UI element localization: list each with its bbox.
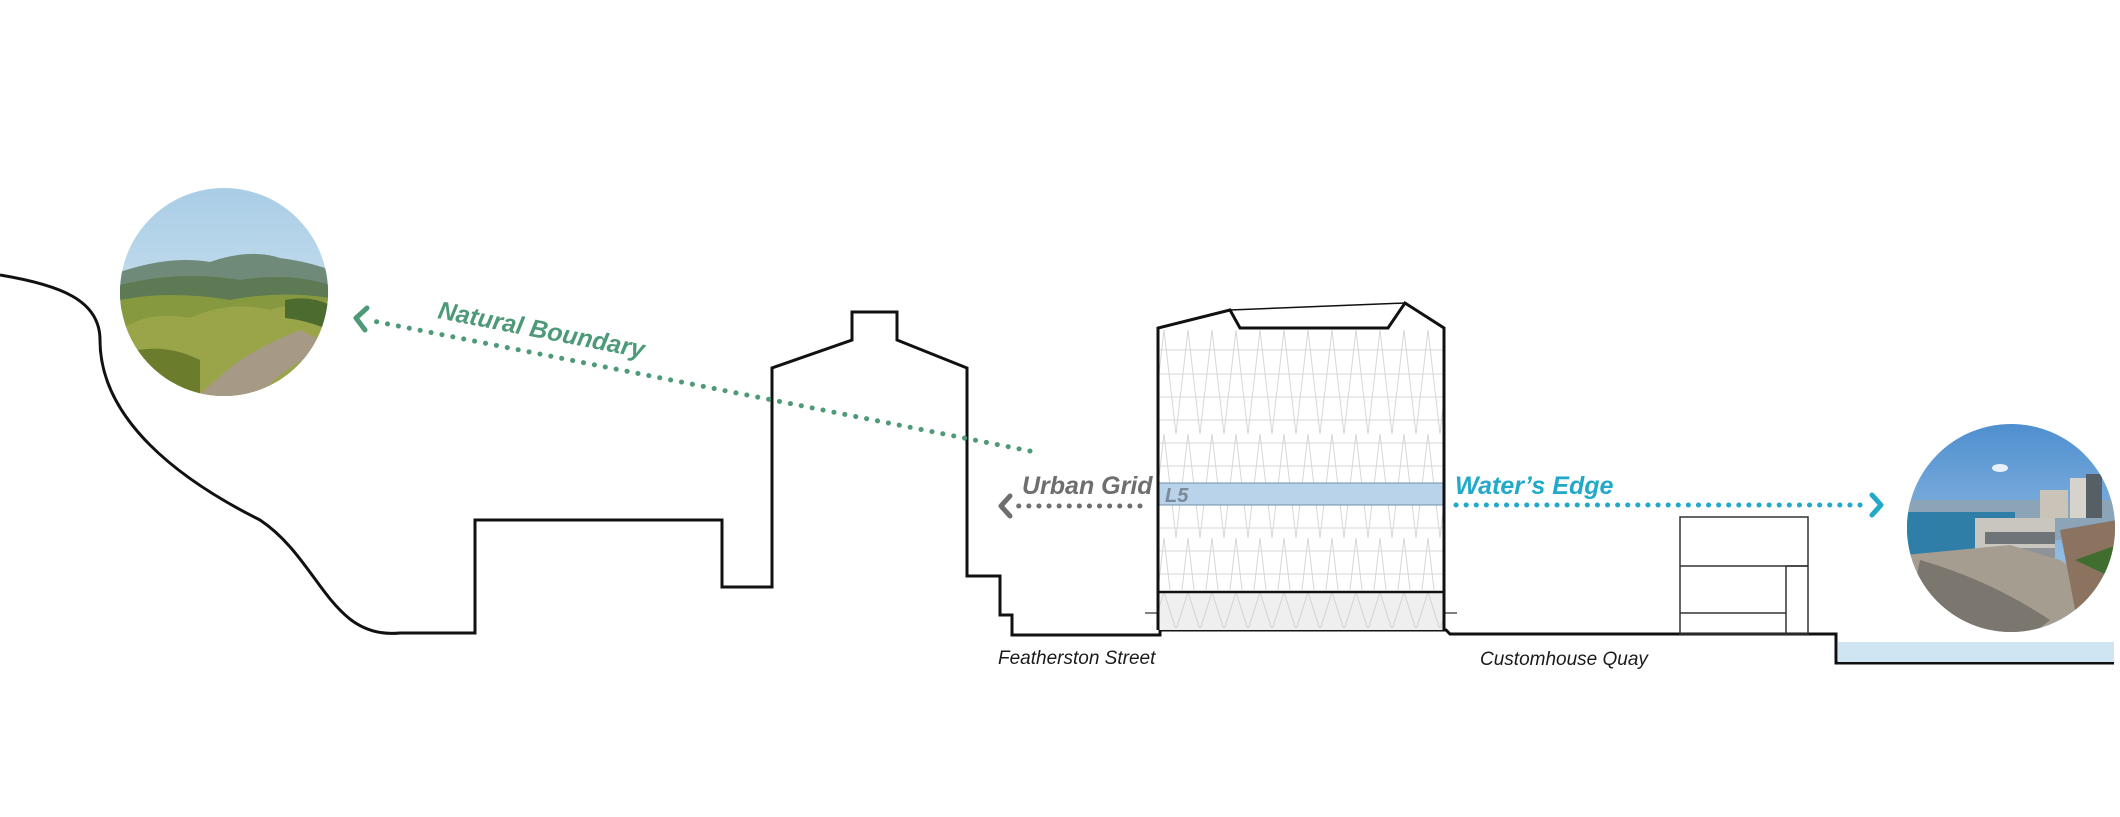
facade-diagrid [1307, 330, 1333, 435]
facade-diagrid [1307, 433, 1333, 539]
facade-diagrid [1211, 330, 1237, 435]
facade-diagrid [1427, 330, 1444, 435]
quay-building [1679, 516, 1809, 635]
waters-edge-label: Water’s Edge [1455, 472, 1613, 500]
facade-diagrid [1163, 537, 1189, 590]
facade-diagrid [1427, 537, 1435, 590]
podium-diagrid [1259, 592, 1285, 628]
facade-diagrid [1283, 537, 1309, 590]
facade-diagrid [1211, 433, 1237, 539]
facade-diagrid [1235, 537, 1261, 590]
facade-diagrid [1187, 330, 1213, 435]
level-5-band [1157, 482, 1445, 506]
facade-diagrid [1452, 538, 1476, 642]
facade-diagrid [1259, 537, 1285, 590]
customhouse-quay-label: Customhouse Quay [1480, 649, 1649, 670]
podium-diagrid [1331, 592, 1357, 628]
terrain-profile [0, 273, 2114, 665]
facade-diagrid [1307, 537, 1333, 590]
podium-diagrid [1235, 592, 1261, 628]
facade-diagrid [1187, 433, 1213, 539]
facade-diagrid [1211, 537, 1237, 590]
facade-diagrid [1403, 330, 1429, 435]
waters-edge-arrow [1453, 492, 1884, 518]
facade-diagrid [1235, 433, 1261, 539]
facade-diagrid [1283, 330, 1309, 435]
facade-diagrid [1403, 537, 1429, 590]
podium-diagrid [1163, 592, 1189, 628]
podium-diagrid [1379, 592, 1405, 628]
facade-diagrid [1158, 433, 1165, 491]
facade-diagrid [1158, 330, 1165, 387]
facade-diagrid [1403, 433, 1429, 539]
facade-diagrid [1187, 537, 1213, 590]
harbour-water [1838, 642, 2114, 662]
facade-diagrid [1379, 537, 1405, 590]
facade-diagrid [1259, 433, 1285, 539]
hillside-track-photo [120, 188, 328, 396]
waterfront-photo [1907, 424, 2115, 632]
natural-boundary-arrow [353, 305, 1033, 454]
urban-grid-label: Urban Grid [1022, 472, 1153, 500]
facade-diagrid [1427, 433, 1444, 539]
podium-diagrid [1283, 592, 1309, 628]
facade-diagrid [1163, 433, 1189, 539]
podium-diagrid [1427, 592, 1444, 628]
facade-diagrid [1235, 330, 1261, 435]
facade-diagrid [1283, 433, 1309, 539]
level-5-label: L5 [1165, 485, 1189, 507]
facade-diagrid [1331, 330, 1357, 435]
facade-diagrid [1452, 330, 1476, 434]
featherston-street-label: Featherston Street [998, 648, 1156, 669]
podium-diagrid [1403, 592, 1429, 628]
facade-diagrid [1355, 537, 1381, 590]
facade-diagrid [1158, 537, 1165, 590]
podium-diagrid [1187, 592, 1213, 628]
facade-diagrid [1379, 330, 1405, 435]
podium-diagrid [1355, 592, 1381, 628]
urban-grid-arrow [998, 493, 1143, 519]
main-tower: L5 [1145, 300, 1476, 642]
facade-diagrid [1379, 433, 1405, 539]
facade-diagrid [1259, 330, 1285, 435]
podium-diagrid [1158, 592, 1165, 613]
podium-diagrid [1307, 592, 1333, 628]
facade-diagrid [1331, 537, 1357, 590]
facade-diagrid [1355, 433, 1381, 539]
podium-diagrid [1452, 592, 1476, 630]
podium-diagrid [1211, 592, 1237, 628]
facade-diagrid [1355, 330, 1381, 435]
facade-diagrid [1331, 433, 1357, 539]
facade-diagrid [1163, 330, 1189, 435]
